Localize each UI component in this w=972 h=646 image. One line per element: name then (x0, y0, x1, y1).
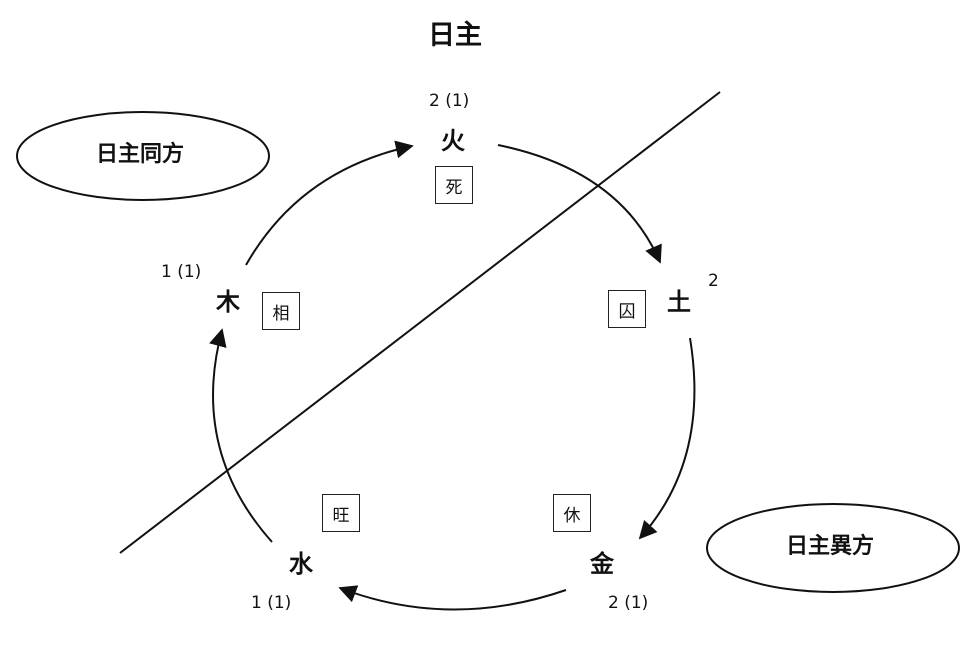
ellipse-different-side (706, 503, 960, 593)
arrow-wood-to-fire (245, 140, 414, 266)
water-state-box: 旺 (322, 494, 360, 532)
ellipse-same-side (16, 111, 270, 201)
arrow-water-to-wood (209, 328, 273, 543)
divider-line (119, 91, 721, 554)
metal-label: 金 (590, 549, 614, 578)
fire-label: 火 (441, 126, 465, 155)
arrow-earth-to-metal (638, 337, 696, 540)
wood-state-box: 相 (262, 292, 300, 330)
earth-label: 土 (667, 287, 691, 316)
water-label: 水 (289, 549, 313, 578)
label-same-side: 日主同方 (96, 141, 185, 167)
arrow-fire-to-earth (497, 144, 662, 264)
metal-state-box: 休 (553, 494, 591, 532)
wood-label: 木 (216, 287, 240, 316)
label-different-side: 日主異方 (786, 533, 875, 559)
fire-count: 2 (1) (429, 91, 470, 111)
wood-count: 1 (1) (161, 262, 202, 282)
metal-count: 2 (1) (608, 593, 649, 613)
water-count: 1 (1) (251, 593, 292, 613)
earth-state-box: 囚 (608, 290, 646, 328)
arrow-metal-to-water (338, 585, 567, 611)
diagram-title: 日主 (428, 20, 482, 51)
fire-state-box: 死 (435, 166, 473, 204)
earth-count: 2 (708, 271, 719, 291)
